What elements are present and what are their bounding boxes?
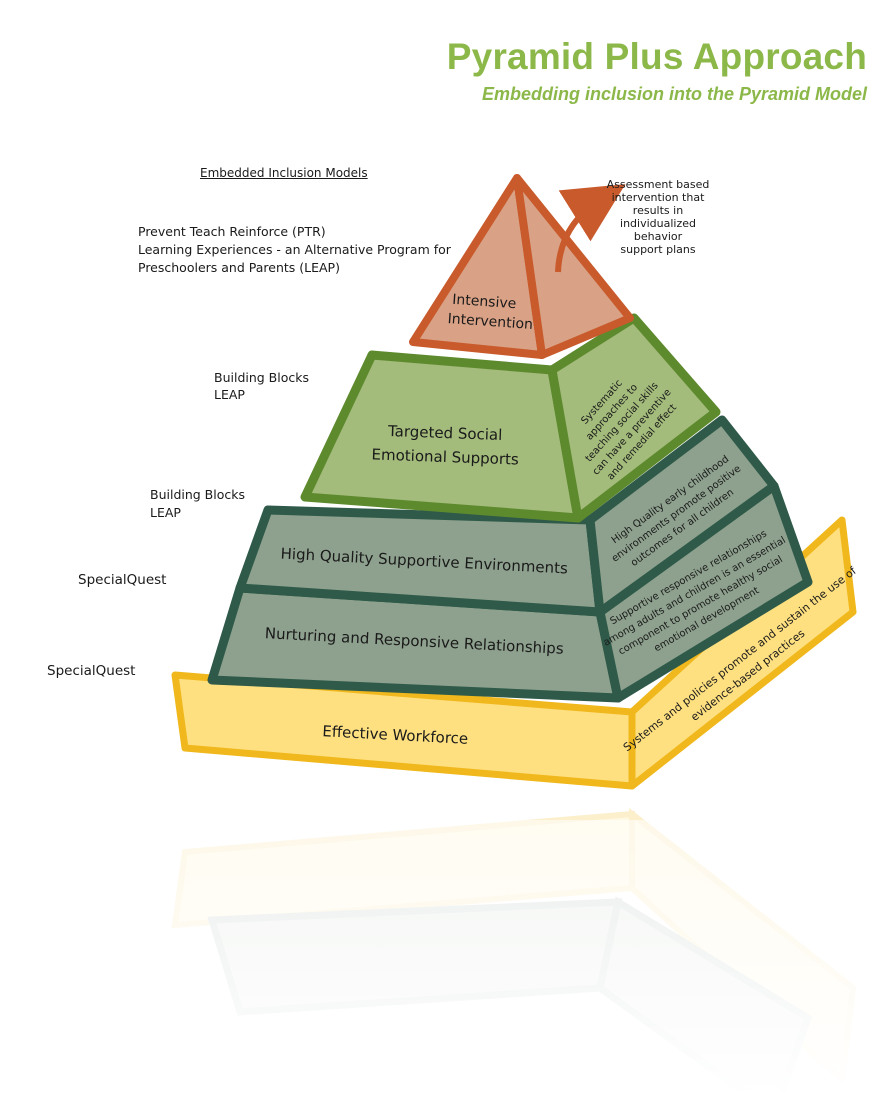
side-label-top-line1: Prevent Teach Reinforce (PTR) xyxy=(138,224,326,239)
side-label-tier5: SpecialQuest xyxy=(47,663,136,679)
tier2-label-line1: Targeted Social xyxy=(387,422,503,444)
callout-line3: results in xyxy=(633,204,683,217)
side-heading: Embedded Inclusion Models xyxy=(200,166,368,180)
title-block: Pyramid Plus Approach Embedding inclusio… xyxy=(447,36,867,105)
tier2-label-line2: Emotional Supports xyxy=(371,445,519,468)
callout-line5: behavior xyxy=(634,230,683,243)
tier1-label-line2: Intervention xyxy=(447,311,533,333)
reflection-fade xyxy=(0,820,895,1098)
tier3-side-face xyxy=(585,415,779,617)
side-label-tier3-line2: LEAP xyxy=(150,505,181,520)
callout-line4: individualized xyxy=(620,217,696,230)
page-subtitle: Embedding inclusion into the Pyramid Mod… xyxy=(481,84,867,104)
callout-arrow xyxy=(555,184,626,273)
side-label-tier3-line1: Building Blocks xyxy=(150,487,246,502)
callout-line1: Assessment based xyxy=(607,178,710,191)
page-title: Pyramid Plus Approach xyxy=(446,36,867,77)
tier1-label-line1: Intensive xyxy=(452,292,517,312)
pyramid-tier2: Targeted Social Emotional Supports Syste… xyxy=(300,313,721,523)
pyramid-tier3: High Quality Supportive Environments Hig… xyxy=(235,415,779,617)
pyramid-tier4: Nurturing and Responsive Relationships S… xyxy=(207,481,813,703)
side-label-top-line2: Learning Experiences - an Alternative Pr… xyxy=(138,242,451,257)
side-label-tier2-line2: LEAP xyxy=(214,387,245,402)
callout-line6: support plans xyxy=(620,243,695,256)
side-label-tier2-line1: Building Blocks xyxy=(214,370,310,385)
callout-line2: intervention that xyxy=(612,191,705,204)
tier1-side-face xyxy=(513,174,634,359)
tier2-side-face xyxy=(547,313,721,523)
side-label-top-line3: Preschoolers and Parents (LEAP) xyxy=(138,260,340,275)
side-label-tier4: SpecialQuest xyxy=(78,572,167,588)
callout-text: Assessment based intervention that resul… xyxy=(607,178,710,256)
pyramid-tier1: Intensive Intervention xyxy=(409,174,634,359)
